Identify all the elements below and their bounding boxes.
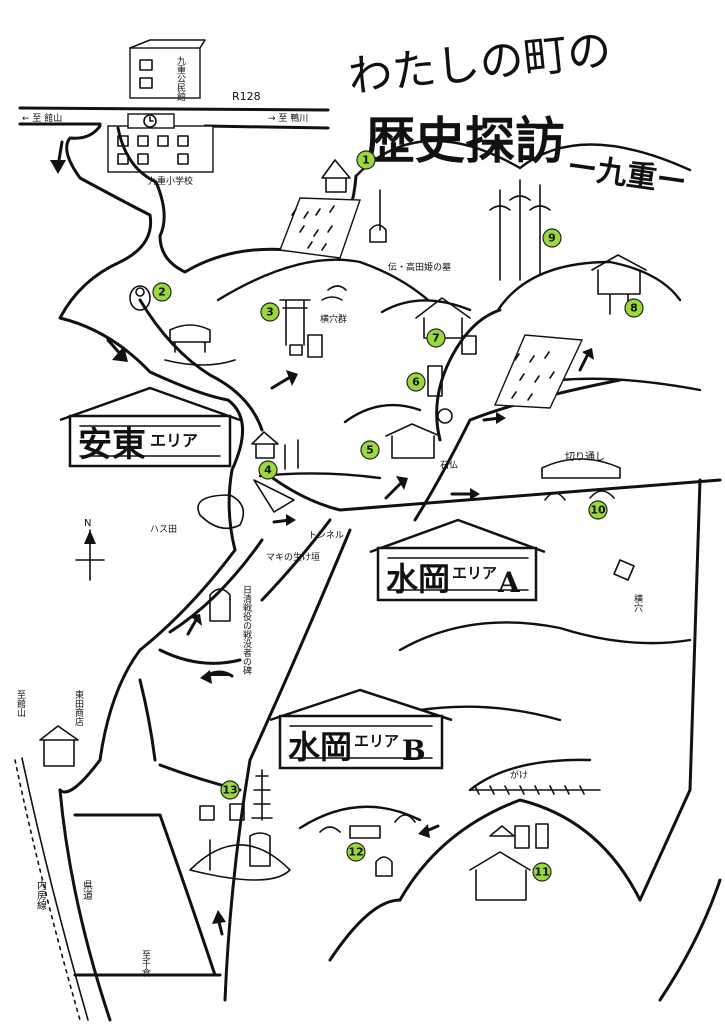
- kiridoshi-label: 切り通し: [565, 451, 605, 463]
- to-tateyama-label: ← 至 館山: [22, 112, 62, 124]
- svg-text:9: 9: [548, 232, 556, 245]
- to-kamogawa-label: → 至 鴨川: [268, 112, 308, 124]
- marker-4[interactable]: 4: [258, 460, 278, 480]
- area-mizuoka-a-main: 水岡: [386, 560, 450, 598]
- hills: [216, 139, 702, 830]
- marker-11[interactable]: 11: [532, 862, 552, 882]
- community-hall-label: 九重公民館: [175, 56, 186, 102]
- area-anto-sub: エリア: [150, 431, 198, 450]
- arrow-icon: [272, 514, 296, 526]
- area-mizuoka-a-suffix: A: [497, 566, 521, 599]
- to-chikura-label: 至千倉: [140, 950, 151, 978]
- marker-8[interactable]: 8: [624, 298, 644, 318]
- direction-arrows: [50, 140, 594, 936]
- svg-text:3: 3: [266, 306, 274, 319]
- hasuda-label: ハス田: [150, 524, 177, 535]
- area-sign-mizuoka-b: 水岡 エリア B: [269, 688, 453, 770]
- svg-text:6: 6: [412, 376, 420, 389]
- arrow-icon: [450, 488, 480, 500]
- area-anto-main: 安東: [78, 425, 146, 465]
- svg-text:5: 5: [366, 444, 374, 457]
- higashida-store-label: 東田商店: [73, 689, 84, 727]
- marker-3[interactable]: 3: [260, 302, 280, 322]
- svg-text:13: 13: [222, 784, 237, 797]
- title-line2-suffix: ー九重ー: [565, 149, 689, 200]
- arrow-icon: [200, 670, 234, 684]
- marker-2[interactable]: 2: [152, 282, 172, 302]
- map-labels: 伝・高田姫の墓 横穴群 ハス田 トンネル マキの生け垣 石仏 切り通し 横穴 日…: [15, 261, 643, 978]
- area-mizuoka-b-main: 水岡: [288, 728, 352, 766]
- north-arrow-icon: N: [75, 518, 105, 581]
- tombs-label: 横穴群: [320, 313, 347, 325]
- arrow-icon: [106, 338, 128, 362]
- svg-text:7: 7: [432, 332, 440, 345]
- cliff-label: がけ: [510, 769, 528, 781]
- arrow-icon: [50, 140, 66, 174]
- map-title: わたしの町の 歴史探訪 ー九重ー: [346, 25, 689, 201]
- area-mizuoka-a-sub: エリア: [452, 564, 497, 582]
- arrow-icon: [418, 824, 440, 838]
- tunnel-label: トンネル: [308, 530, 344, 541]
- arrow-icon: [270, 370, 298, 390]
- area-mizuoka-b-suffix: B: [402, 734, 426, 767]
- grave-label: 伝・高田姫の墓: [388, 261, 451, 273]
- arrow-icon: [384, 476, 408, 500]
- arrow-icon: [186, 614, 202, 636]
- marker-6[interactable]: 6: [406, 372, 426, 392]
- svg-text:12: 12: [348, 846, 363, 859]
- stone-buddha-label: 石仏: [440, 460, 458, 471]
- route-label: R128: [232, 90, 261, 103]
- arrow-icon: [578, 348, 594, 372]
- roads: [14, 124, 722, 1022]
- community-hall: 九重公民館: [129, 39, 206, 102]
- marker-13[interactable]: 13: [220, 780, 240, 800]
- marker-1[interactable]: 1: [356, 150, 376, 170]
- to-tateyama-vertical-label: 至館山: [15, 690, 26, 717]
- school-label: 九重小学校: [148, 175, 193, 187]
- area-mizuoka-b-sub: エリア: [354, 732, 399, 750]
- yokoana-label: 横穴: [632, 593, 643, 613]
- marker-5[interactable]: 5: [360, 440, 380, 460]
- marker-12[interactable]: 12: [346, 842, 366, 862]
- svg-text:4: 4: [264, 464, 272, 477]
- markers: 1 2 3 4 5 6 7 8 9 10 11 12 13: [152, 150, 644, 882]
- svg-text:2: 2: [158, 286, 166, 299]
- rice-fields: [279, 197, 584, 409]
- svg-text:10: 10: [590, 504, 606, 517]
- railway-label: 内房線: [35, 879, 47, 910]
- title-line2: 歴史探訪: [365, 111, 565, 170]
- arrow-icon: [212, 910, 226, 936]
- svg-text:1: 1: [362, 154, 370, 167]
- title-line1: わたしの町の: [346, 25, 614, 103]
- maki-hedge-label: マキの生け垣: [266, 551, 320, 563]
- area-sign-anto: 安東 エリア: [59, 386, 241, 468]
- route-128: R128 ← 至 館山 → 至 鴨川: [18, 90, 330, 130]
- svg-text:8: 8: [630, 302, 638, 315]
- marker-9[interactable]: 9: [542, 228, 562, 248]
- marker-10[interactable]: 10: [588, 500, 608, 520]
- svg-text:N: N: [84, 518, 91, 529]
- marker-7[interactable]: 7: [426, 328, 446, 348]
- monument-label: 日清戦役の戦没者の碑: [241, 585, 252, 676]
- prefectural-road-label: 県道: [81, 880, 93, 900]
- area-sign-mizuoka-a: 水岡 エリア A: [369, 518, 546, 602]
- arrow-icon: [482, 412, 506, 424]
- landmark-doodles: [39, 159, 647, 901]
- svg-text:11: 11: [534, 866, 549, 879]
